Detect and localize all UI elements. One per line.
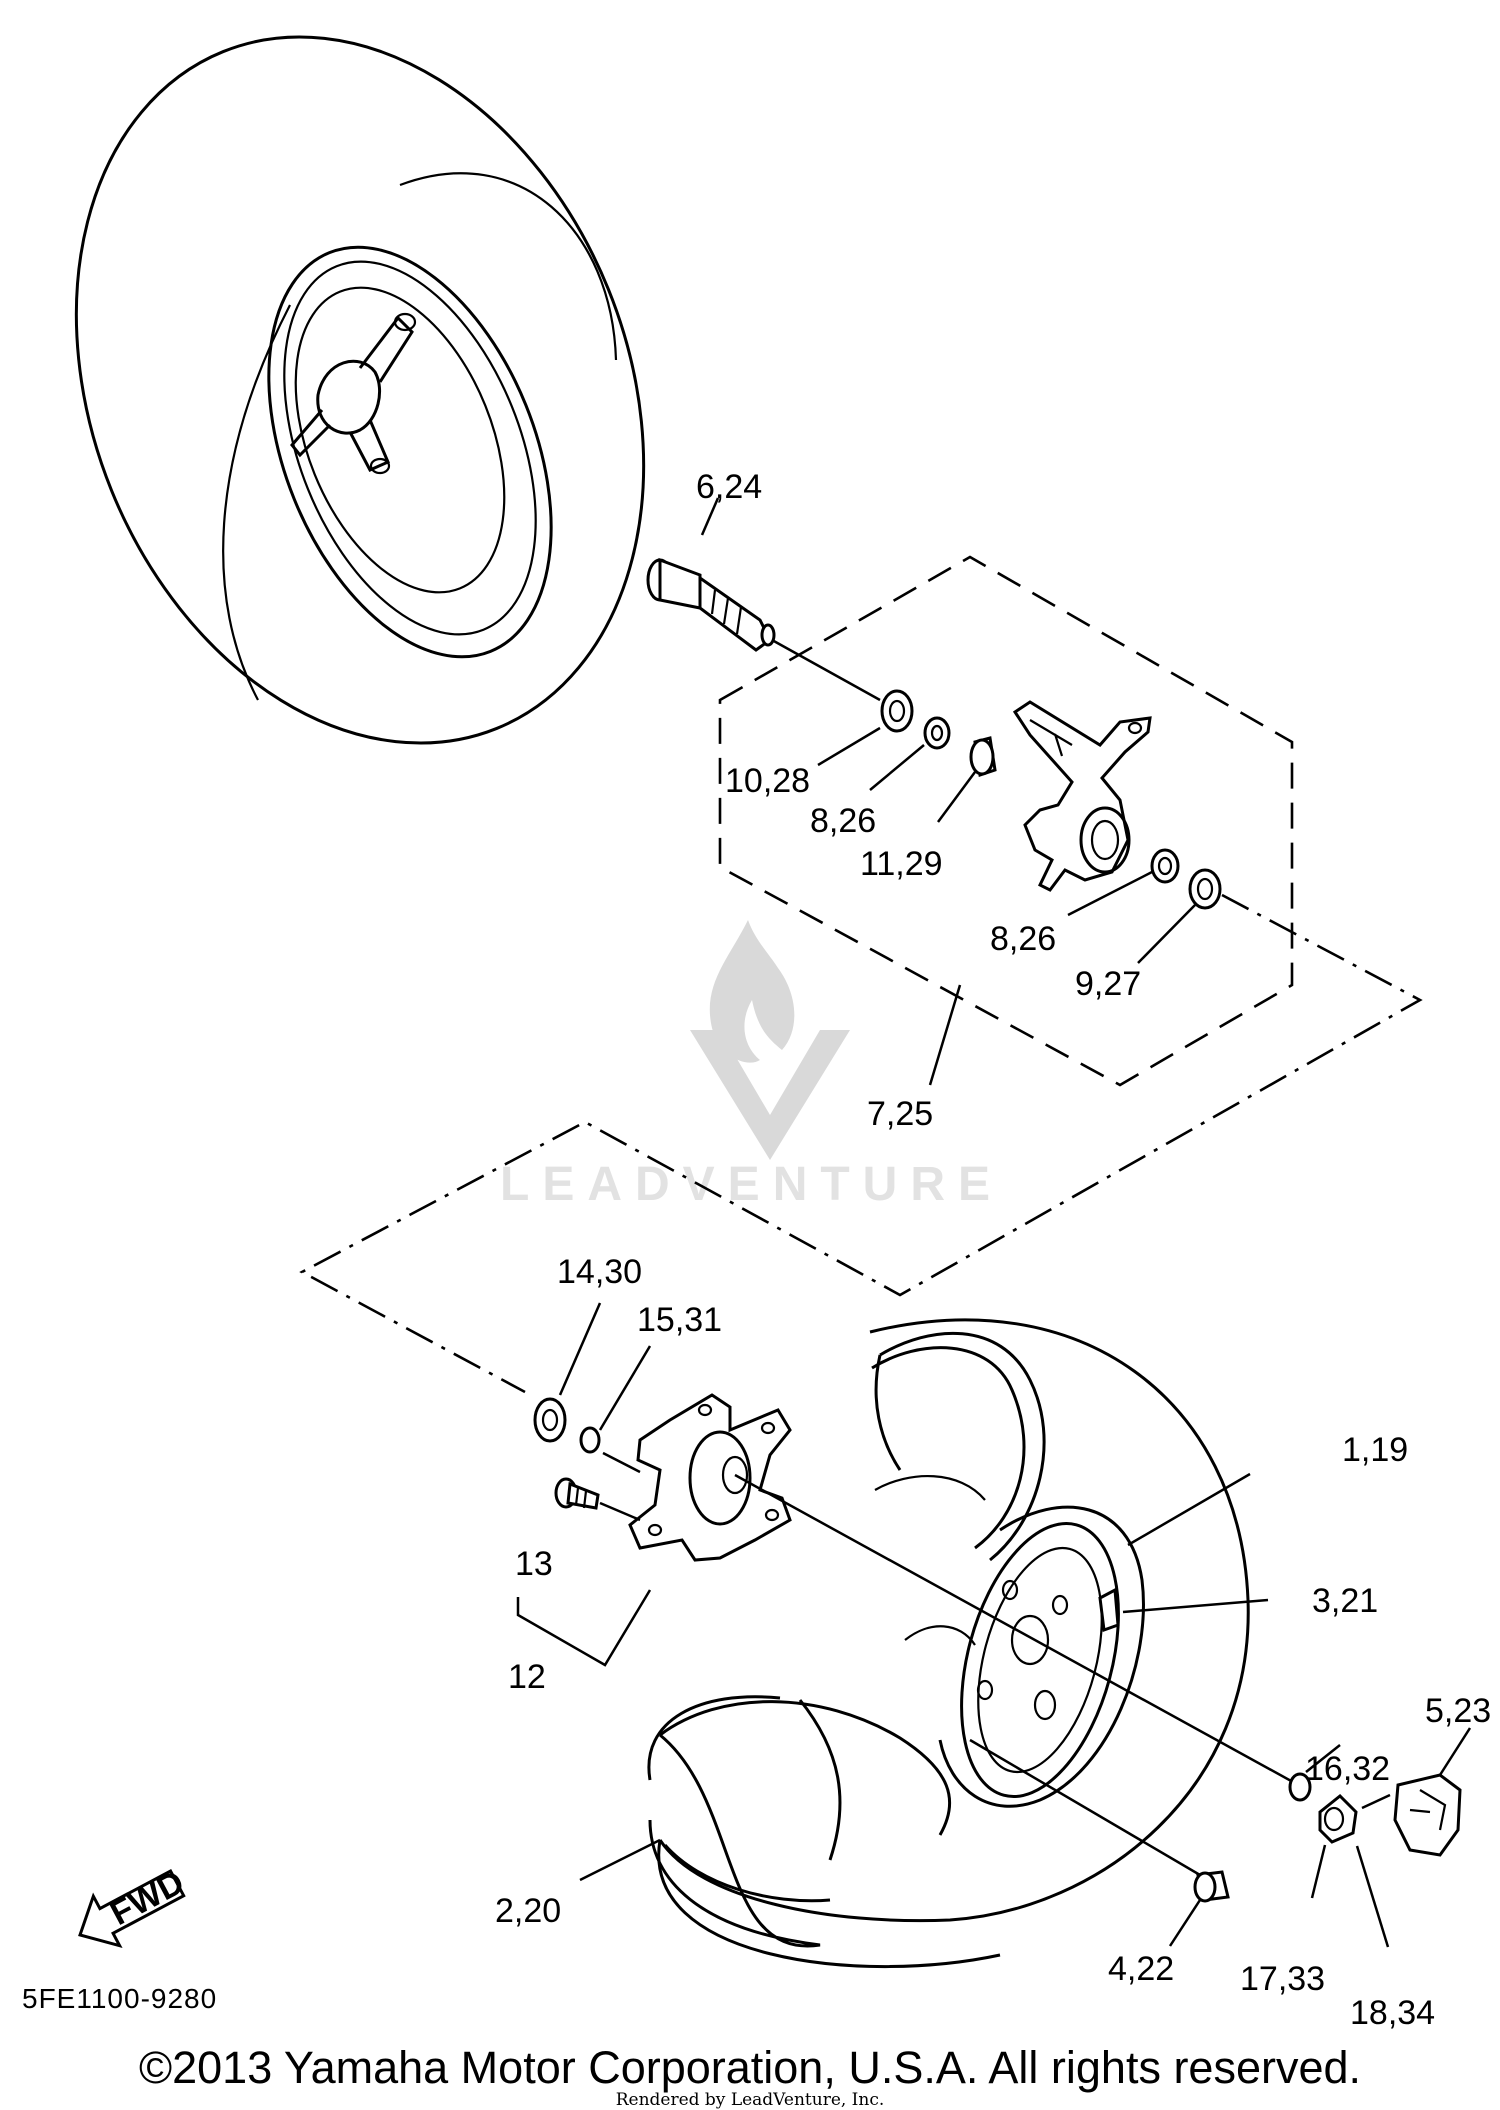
bearing-8-26-upper	[923, 716, 951, 750]
hub-cap-5-23	[1393, 1773, 1462, 1857]
callout-6-24: 6,24	[696, 468, 762, 506]
callout-3-21: 3,21	[1312, 1582, 1378, 1620]
fwd-label: FWD	[104, 1863, 190, 1933]
steering-knuckle-part	[1012, 700, 1152, 892]
callout-13: 13	[515, 1545, 553, 1583]
callout-14-30: 14,30	[557, 1253, 642, 1291]
o-ring-15-31	[579, 1426, 601, 1454]
callout-8-26-lower: 8,26	[990, 920, 1056, 958]
callout-18-34: 18,34	[1350, 1994, 1435, 2032]
callout-4-22: 4,22	[1108, 1950, 1174, 1988]
washer-16-32	[1288, 1772, 1312, 1802]
rendered-by-notice: Rendered by LeadVenture, Inc.	[615, 2090, 885, 2110]
callout-11-29: 11,29	[860, 845, 943, 883]
callout-17-33: 17,33	[1240, 1960, 1325, 1998]
oil-seal-10-28	[880, 689, 914, 733]
callout-8-26-upper: 8,26	[810, 802, 876, 840]
hub-flange-part	[628, 1393, 792, 1562]
callout-7-25: 7,25	[867, 1095, 933, 1133]
bolt-13	[554, 1477, 600, 1510]
wheel-nut-4-22	[1193, 1870, 1230, 1903]
callout-12: 12	[508, 1658, 546, 1696]
callout-15-31: 15,31	[637, 1301, 722, 1339]
hub-shaft-part	[646, 557, 776, 652]
washer-14-30	[533, 1397, 567, 1443]
wheel-rim-exploded	[647, 1318, 1250, 1969]
cotter-pin-18-34	[1361, 1793, 1391, 1810]
callout-1-19: 1,19	[1342, 1431, 1408, 1469]
callout-labels: 6,24 10,28 8,26 11,29 8,26 9,27 7,25 14,…	[495, 468, 1491, 2032]
callout-16-32: 16,32	[1305, 1750, 1390, 1788]
assembled-wheel-illustration	[74, 35, 646, 745]
oil-seal-9-27	[1188, 868, 1222, 910]
knuckle-assembly-box	[718, 555, 1294, 1087]
diagram-code: 5FE1100-9280	[22, 1983, 218, 2014]
spacer-11-29	[969, 736, 997, 777]
callout-9-27: 9,27	[1075, 965, 1141, 1003]
leadventure-watermark-logo: LEADVENTURE	[500, 920, 1003, 1211]
axle-nut-17-33	[1318, 1793, 1358, 1844]
bearing-8-26-lower	[1150, 848, 1180, 884]
fwd-arrow-icon: FWD	[78, 1863, 190, 1948]
callout-2-20: 2,20	[495, 1892, 561, 1930]
callout-10-28: 10,28	[725, 762, 810, 800]
watermark-text: LEADVENTURE	[500, 1158, 1003, 1211]
copyright-notice: ©2013 Yamaha Motor Corporation, U.S.A. A…	[138, 2042, 1362, 2093]
callout-5-23: 5,23	[1425, 1692, 1491, 1730]
